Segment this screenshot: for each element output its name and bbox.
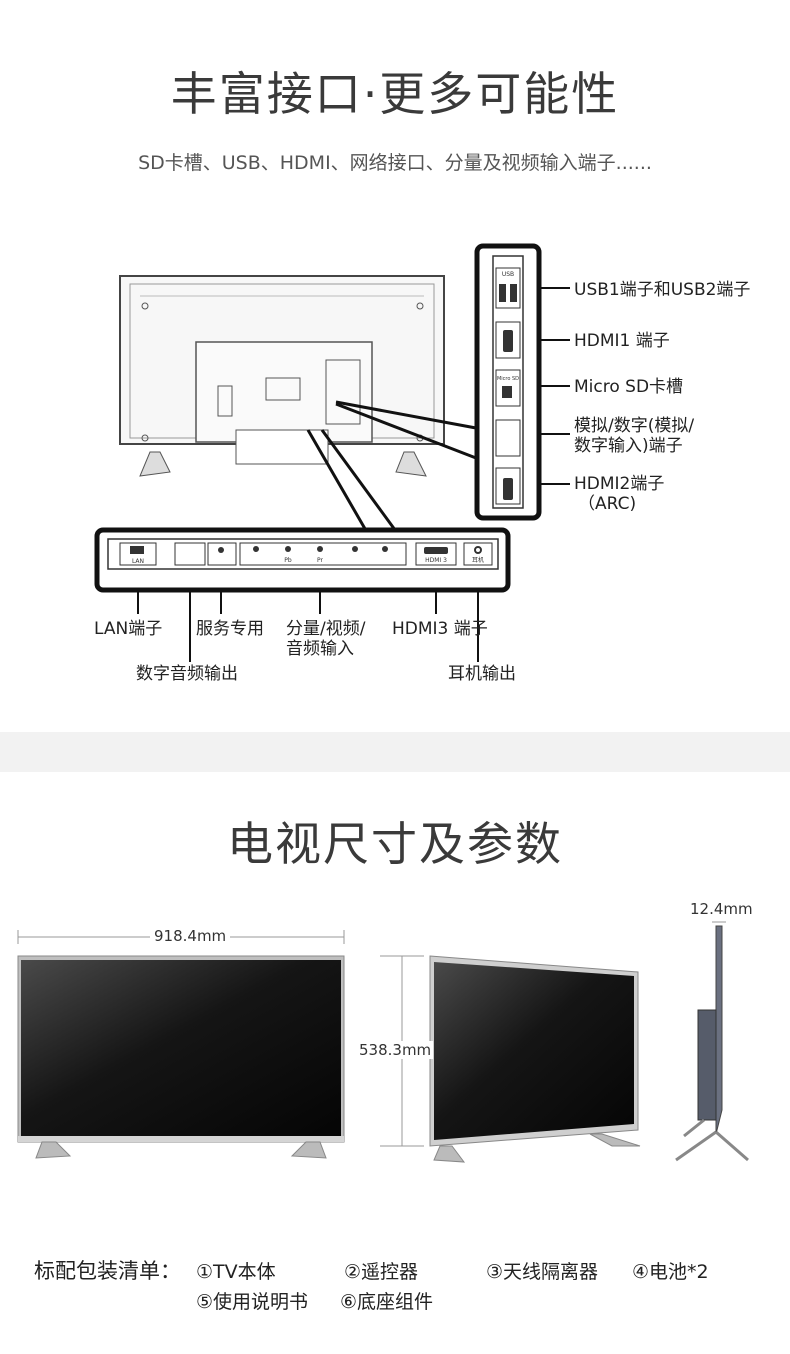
section-divider xyxy=(0,732,790,772)
label-headphone: 耳机输出 xyxy=(448,664,516,684)
bottom-port-panel xyxy=(94,527,511,593)
panel-tiny-ear: 耳机 xyxy=(472,556,484,564)
package-item-1: ①TV本体 xyxy=(196,1261,276,1283)
package-item-4: ④电池*2 xyxy=(632,1261,709,1283)
height-dimension: 538.3mm xyxy=(357,1041,434,1059)
package-item-2: ②遥控器 xyxy=(344,1261,419,1283)
panel-tiny-hdmi3: HDMI 3 xyxy=(425,557,447,564)
label-hdmi2-2: （ARC) xyxy=(578,494,637,514)
label-usb-ports: USB1端子和USB2端子 xyxy=(574,280,751,300)
depth-dimension: 12.4mm xyxy=(690,900,753,918)
label-hdmi3: HDMI3 端子 xyxy=(392,619,488,639)
panel-tiny-sd: Micro SD xyxy=(497,376,519,382)
label-hdmi2-1: HDMI2端子 xyxy=(574,474,665,494)
label-micro-sd: Micro SD卡槽 xyxy=(574,377,684,397)
label-component-2: 音频输入 xyxy=(286,639,354,659)
tv-side xyxy=(715,925,723,1135)
interfaces-title: 丰富接口·更多可能性 xyxy=(170,67,620,121)
panel-tiny-pb: Pb xyxy=(284,557,292,564)
package-item-3: ③天线隔离器 xyxy=(486,1261,599,1283)
panel-tiny-usb: USB xyxy=(502,271,514,278)
package-item-6: ⑥底座组件 xyxy=(340,1291,434,1313)
tv-back-diagram: LAN Pb Pr HDMI 3 耳机 USB Micro SD xyxy=(94,243,570,662)
label-service: 服务专用 xyxy=(196,619,264,639)
label-analog-2: 数字输入)端子 xyxy=(574,436,683,456)
width-dimension: 918.4mm xyxy=(150,927,231,945)
dimensions-title: 电视尺寸及参数 xyxy=(227,817,563,871)
label-analog-1: 模拟/数字(模拟/ xyxy=(574,416,695,436)
package-list-heading: 标配包装清单： xyxy=(34,1259,181,1283)
package-item-5: ⑤使用说明书 xyxy=(196,1291,309,1313)
label-digital-audio: 数字音频输出 xyxy=(136,664,238,684)
label-lan: LAN端子 xyxy=(94,619,163,639)
interfaces-subtitle: SD卡槽、USB、HDMI、网络接口、分量及视频输入端子...... xyxy=(138,152,652,174)
panel-tiny-pr: Pr xyxy=(317,557,324,564)
label-hdmi1: HDMI1 端子 xyxy=(574,331,670,351)
label-component-1: 分量/视频/ xyxy=(286,619,366,639)
panel-tiny-lan: LAN xyxy=(132,558,144,565)
